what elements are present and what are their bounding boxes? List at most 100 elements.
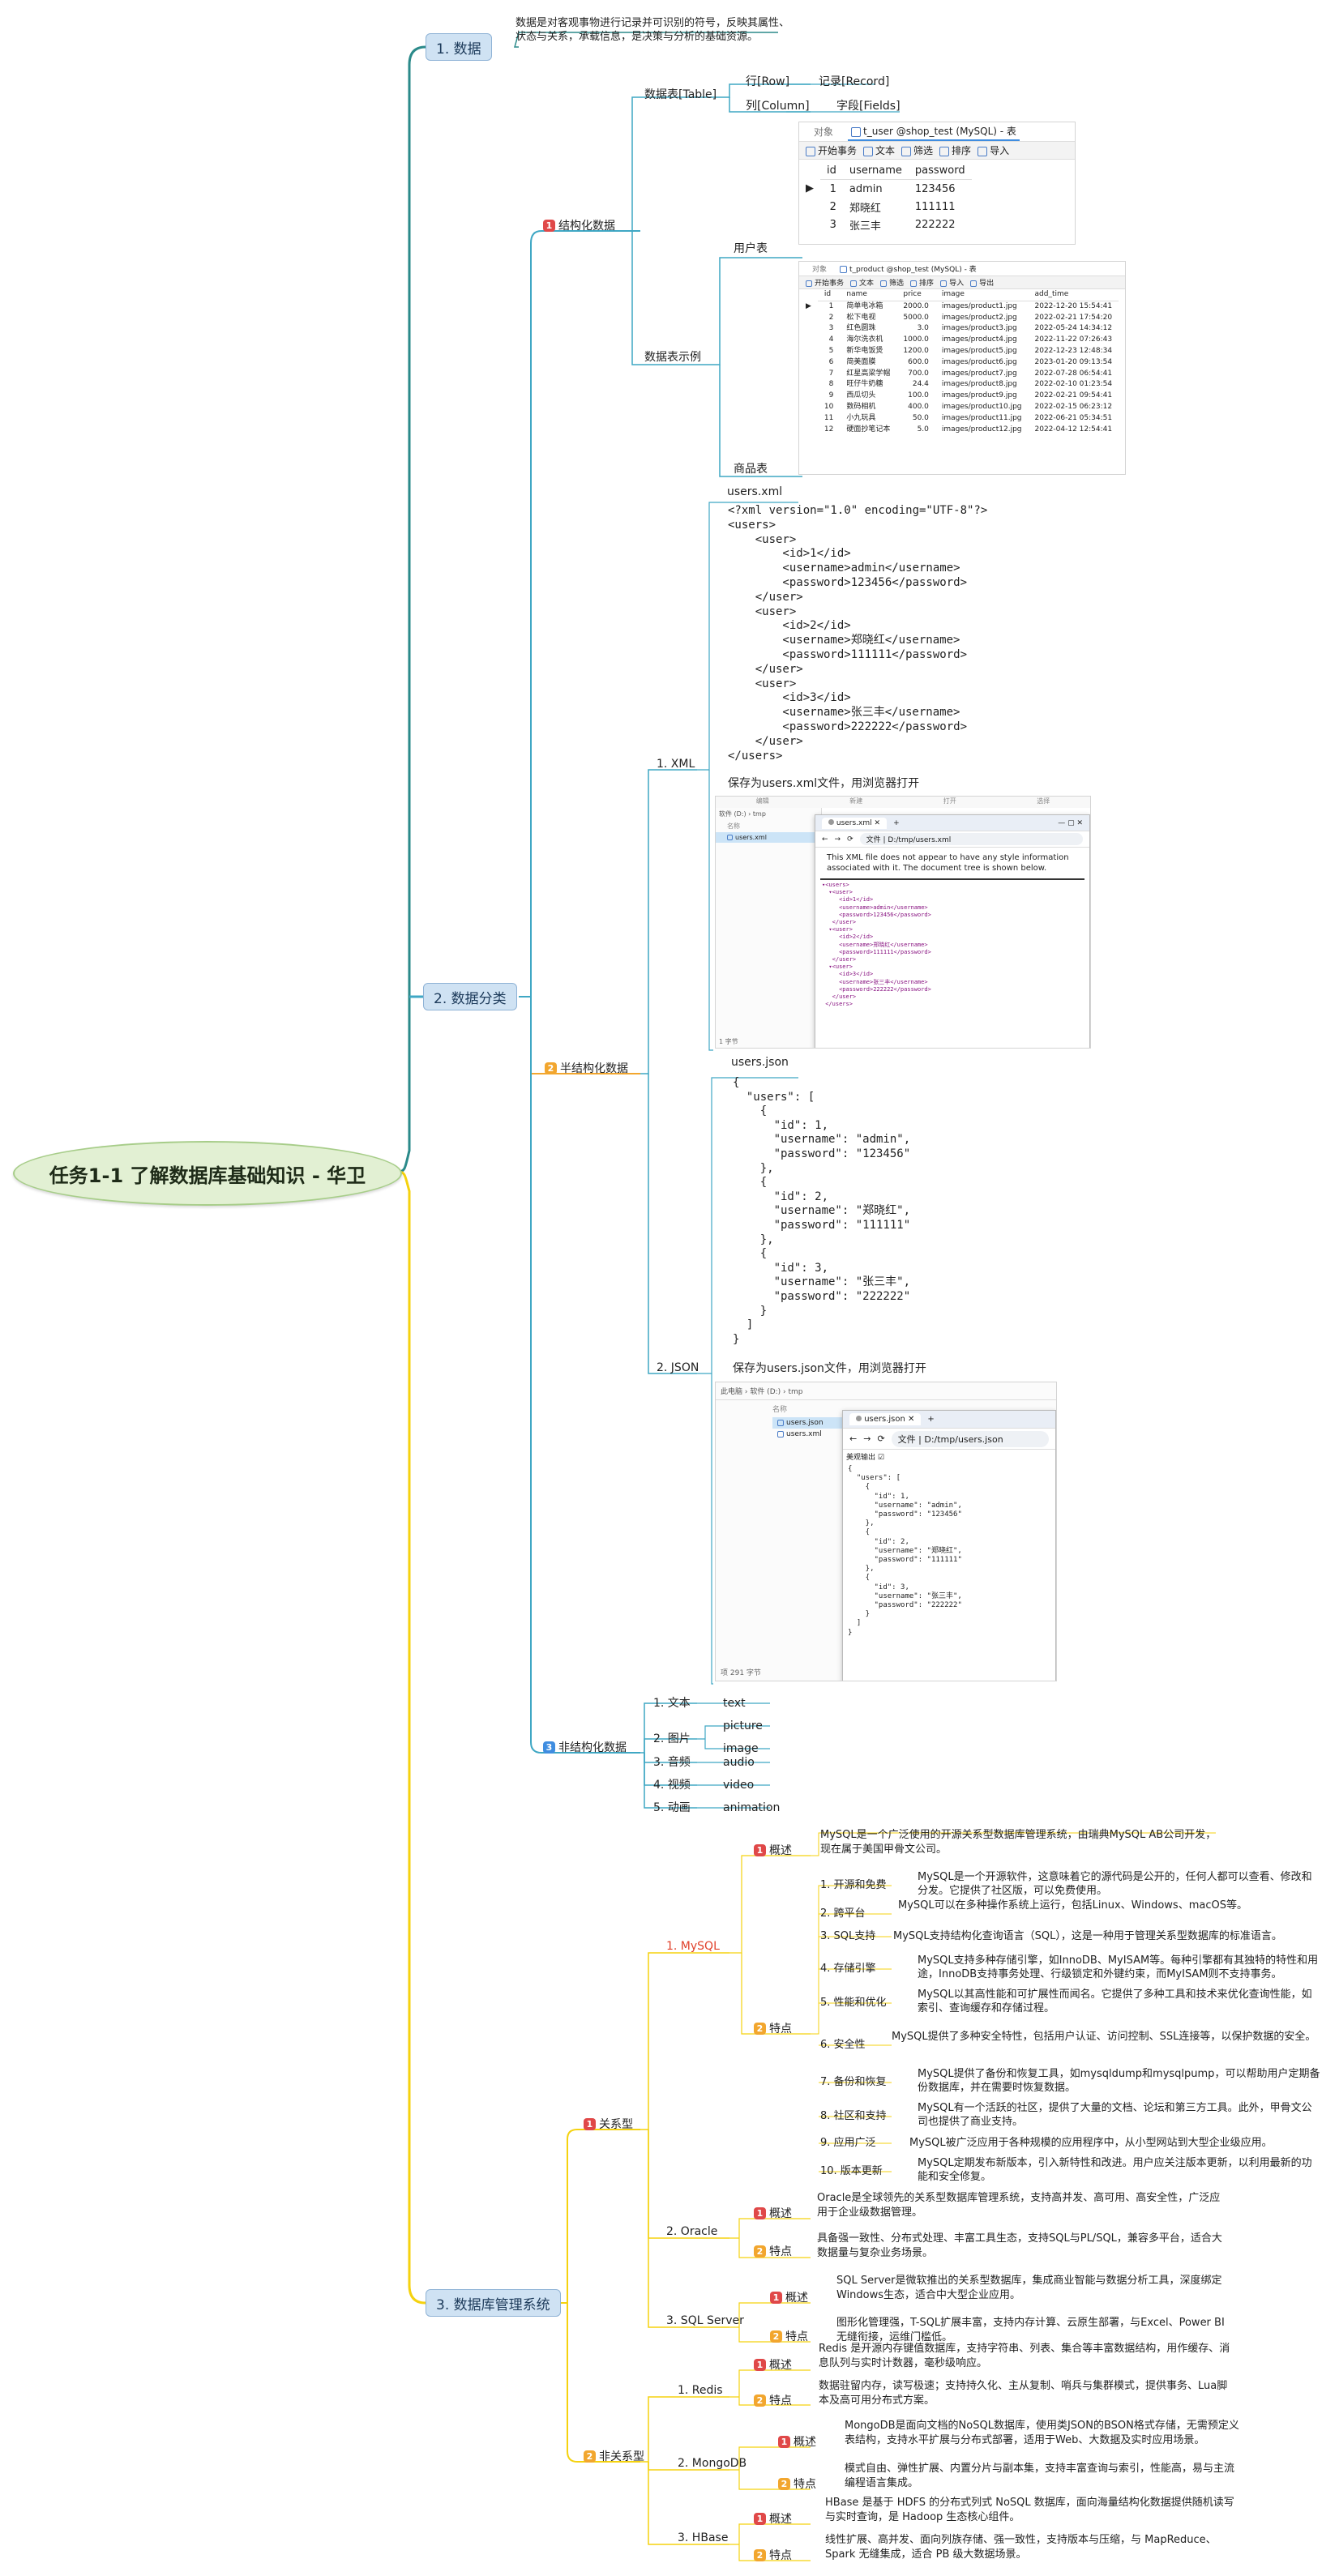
grid-cell[interactable]: 张三丰: [849, 220, 881, 233]
unstructured-type-1[interactable]: 2. 图片: [653, 1732, 691, 1745]
toolbar-button-5[interactable]: 导出: [970, 277, 994, 288]
unstructured-type-4[interactable]: 5. 动画: [653, 1801, 691, 1814]
mysql-feature-2[interactable]: 2. 跨平台: [820, 1907, 866, 1920]
grid-cell[interactable]: 2: [828, 313, 834, 322]
grid-cell[interactable]: 简单电冰箱: [846, 301, 883, 310]
sqlserver-node[interactable]: 3. SQL Server: [666, 2314, 744, 2327]
mysql-feature-1[interactable]: 1. 开源和免费: [820, 1879, 887, 1891]
grid-cell[interactable]: 2022-02-10 01:23:54: [1034, 380, 1113, 389]
unstructured-type-0[interactable]: 1. 文本: [653, 1697, 691, 1710]
grid-cell[interactable]: 5000.0: [903, 313, 929, 322]
grid-cell[interactable]: images/product7.jpg: [941, 369, 1017, 378]
grid-cell[interactable]: 2022-02-21 17:54:20: [1034, 313, 1113, 322]
table-tab[interactable]: t_user @shop_test (MySQL) - 表: [848, 122, 1020, 141]
browser-tab[interactable]: users.xml ✕: [822, 817, 888, 829]
root-topic[interactable]: 任务1-1 了解数据库基础知识 - 华卫: [13, 1141, 402, 1206]
mysql-feature-8[interactable]: 8. 社区和支持: [820, 2110, 887, 2122]
grid-cell[interactable]: 400.0: [908, 402, 929, 411]
grid-cell[interactable]: images/product9.jpg: [941, 391, 1017, 400]
grid-cell[interactable]: admin: [849, 182, 883, 195]
new-tab-icon[interactable]: +: [927, 1415, 935, 1424]
redis-node[interactable]: 1. Redis: [678, 2384, 723, 2397]
mysql-feature-6[interactable]: 6. 安全性: [820, 2039, 866, 2051]
grid-cell[interactable]: 222222: [914, 218, 956, 231]
grid-cell[interactable]: 海尔洗衣机: [846, 335, 883, 344]
grid-cell[interactable]: 123456: [914, 182, 956, 195]
grid-cell[interactable]: 4: [828, 335, 834, 344]
back-icon[interactable]: ←: [849, 1433, 858, 1444]
grid-cell[interactable]: 3: [828, 324, 834, 333]
grid-cell[interactable]: 2022-02-21 09:54:41: [1034, 391, 1113, 400]
grid-cell[interactable]: 1000.0: [903, 335, 929, 344]
mysql-feature-5[interactable]: 5. 性能和优化: [820, 1997, 887, 2009]
forward-icon[interactable]: →: [834, 835, 841, 844]
grid-cell[interactable]: 10: [824, 402, 834, 411]
field-node[interactable]: 字段[Fields]: [836, 100, 901, 113]
mysql-feature-3[interactable]: 3. SQL支持: [820, 1930, 876, 1942]
toolbar-button-1[interactable]: 文本: [850, 277, 874, 288]
xml-node[interactable]: 1. XML: [657, 758, 695, 771]
grid-cell[interactable]: 2022-11-22 07:26:43: [1034, 335, 1113, 344]
reload-icon[interactable]: ⟳: [877, 1433, 885, 1444]
grid-cell[interactable]: 2022-02-15 06:23:12: [1034, 402, 1113, 411]
unstructured-type-3[interactable]: 4. 视频: [653, 1779, 691, 1792]
grid-cell[interactable]: 简美面膜: [846, 357, 876, 366]
products-table-node[interactable]: 商品表: [734, 463, 768, 476]
objects-tab[interactable]: 对象: [812, 266, 828, 274]
grid-cell[interactable]: 24.4: [912, 380, 929, 389]
pretty-print-toggle[interactable]: 美观输出 ☑: [846, 1454, 884, 1462]
grid-cell[interactable]: images/product6.jpg: [941, 357, 1017, 366]
topic-data[interactable]: 1. 数据: [426, 33, 492, 61]
grid-cell[interactable]: 2022-05-24 14:34:12: [1034, 324, 1113, 333]
grid-cell[interactable]: 2022-07-28 06:54:41: [1034, 369, 1113, 378]
record-node[interactable]: 记录[Record]: [819, 75, 890, 88]
address-input[interactable]: 文件 | D:/tmp/users.xml: [859, 833, 1083, 845]
grid-cell[interactable]: 7: [828, 369, 834, 378]
json-node[interactable]: 2. JSON: [657, 1361, 699, 1374]
objects-tab[interactable]: 对象: [814, 126, 834, 138]
toolbar-button-4[interactable]: 导入: [978, 143, 1009, 157]
table-node[interactable]: 数据表[Table]: [644, 88, 717, 101]
grid-cell[interactable]: images/product1.jpg: [941, 301, 1017, 310]
table-example-node[interactable]: 数据表示例: [644, 351, 701, 364]
grid-cell[interactable]: 5: [828, 346, 834, 355]
topic-dbms[interactable]: 3. 数据库管理系统: [426, 2289, 561, 2317]
grid-cell[interactable]: 2: [829, 200, 836, 213]
grid-cell[interactable]: 50.0: [912, 413, 929, 422]
topic-data-classification[interactable]: 2. 数据分类: [423, 983, 517, 1010]
ribbon-label[interactable]: 选择: [1037, 797, 1050, 805]
toolbar-button-2[interactable]: 筛选: [901, 143, 933, 157]
new-tab-icon[interactable]: +: [893, 818, 900, 827]
back-icon[interactable]: ←: [822, 835, 828, 844]
ribbon-label[interactable]: 编辑: [755, 797, 769, 805]
browser-tab[interactable]: users.json ✕: [849, 1413, 922, 1425]
grid-cell[interactable]: images/product4.jpg: [941, 335, 1017, 344]
window-controls[interactable]: — ▢ ✕: [1058, 818, 1083, 827]
grid-cell[interactable]: images/product10.jpg: [941, 402, 1022, 411]
ribbon-label[interactable]: 打开: [943, 797, 956, 805]
grid-cell[interactable]: images/product3.jpg: [941, 324, 1017, 333]
grid-cell[interactable]: 700.0: [908, 369, 929, 378]
grid-cell[interactable]: 小九玩具: [846, 413, 876, 422]
